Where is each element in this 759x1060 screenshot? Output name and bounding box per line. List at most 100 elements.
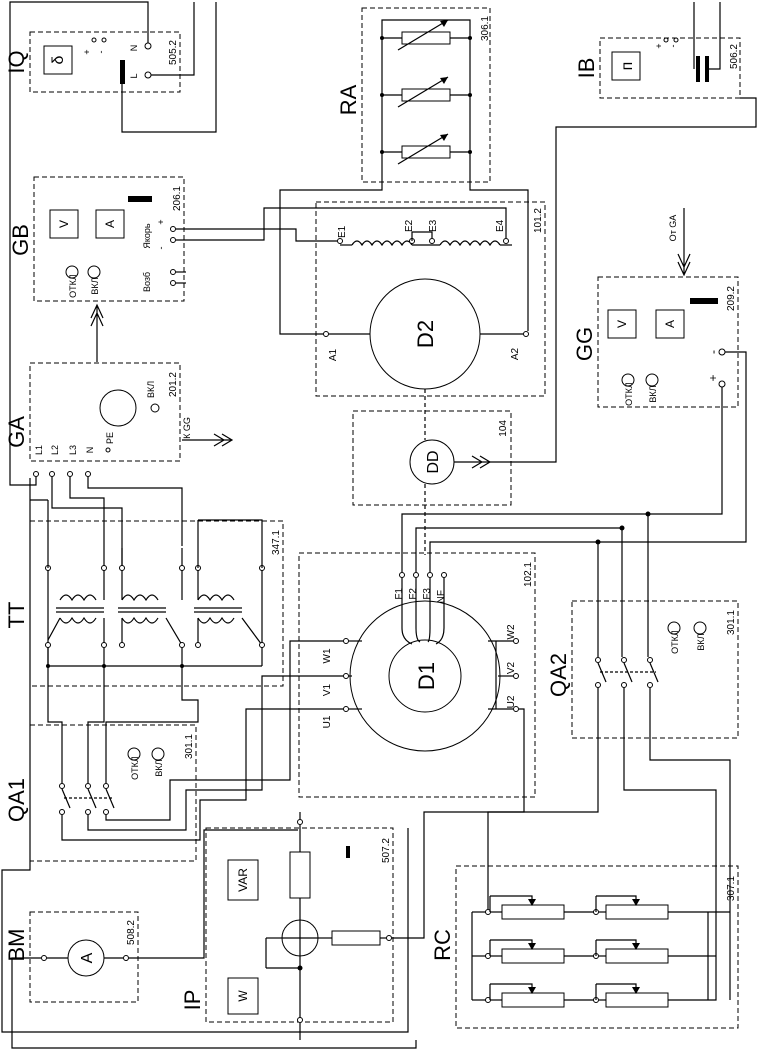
gb-arm-plus-label: + xyxy=(156,219,166,224)
gb-off-button[interactable] xyxy=(65,265,79,279)
d1-f2-label: F2 xyxy=(408,588,419,600)
gg-from-ga-arrow xyxy=(677,208,691,277)
ga-l2-terminal xyxy=(49,471,55,477)
iq-switch-indicator xyxy=(120,60,125,84)
gb-excitation-label: Возб xyxy=(142,272,152,292)
ip-switch-indicator xyxy=(346,846,350,858)
gg-minus-terminal xyxy=(718,348,726,356)
ib-id: 506.2 xyxy=(729,44,740,69)
iq-minus-label: - xyxy=(96,51,106,54)
gg-minus-label: - xyxy=(706,350,720,354)
iq-n-label: N xyxy=(129,45,139,52)
d2-field-winding xyxy=(340,240,512,247)
iq-minus-terminal xyxy=(101,37,107,43)
dd-output-arrow xyxy=(454,455,492,469)
ib-symbol: п xyxy=(619,62,636,71)
ga-pe-terminal xyxy=(105,447,111,453)
d1-u1-label: U1 xyxy=(322,715,333,728)
rc-resistors xyxy=(471,895,709,1008)
d2-e2-label: E2 xyxy=(404,219,415,232)
gg-plus-label: + xyxy=(706,374,720,381)
d2-e1-terminal xyxy=(337,238,343,244)
d1-id: 102.1 xyxy=(523,562,534,587)
d1-f1-terminal xyxy=(399,572,405,578)
iq-plus-terminal xyxy=(91,37,97,43)
ga-to-gg-arrow xyxy=(182,433,234,447)
ga-gb-link-arrow xyxy=(90,303,104,362)
gg-off-button[interactable] xyxy=(621,373,635,387)
qa1-off-button[interactable] xyxy=(127,747,141,761)
d1-nf-label: NF xyxy=(436,590,447,603)
iq-block xyxy=(29,31,181,93)
d1-f1-label: F1 xyxy=(394,588,405,600)
d1-stator-leads xyxy=(349,640,513,710)
ib-plus-terminal xyxy=(663,37,669,43)
d2-e4-terminal xyxy=(503,238,509,244)
gb-exc-minus-terminal xyxy=(170,280,176,286)
ga-n-label: N xyxy=(85,447,95,454)
bm-id: 508.2 xyxy=(126,920,137,945)
ga-code: GA xyxy=(4,416,29,448)
ga-n-terminal xyxy=(85,471,91,477)
gb-arm-plus-terminal xyxy=(170,226,176,232)
d1-label: D1 xyxy=(414,662,439,690)
qa2-on-button[interactable] xyxy=(693,621,707,635)
gb-voltmeter xyxy=(49,209,79,239)
ip-w-label: W xyxy=(236,990,250,1002)
gb-on-button[interactable] xyxy=(87,265,101,279)
d1-rotor-leads xyxy=(401,578,445,645)
qa1-id: 301.1 xyxy=(184,734,195,759)
dd-label: DD xyxy=(425,450,442,473)
ra-code: RA xyxy=(336,84,361,115)
d1-f2-terminal xyxy=(413,572,419,578)
qa2-code: QA2 xyxy=(546,653,571,697)
iq-plus-label: + xyxy=(82,49,92,54)
rc-block xyxy=(455,865,739,1029)
ga-power-knob[interactable] xyxy=(99,389,137,427)
ga-to-gg-label: К GG xyxy=(182,417,192,439)
ga-l3-label: L3 xyxy=(68,445,78,455)
gb-armature-label: Якорь xyxy=(142,223,152,249)
d1-v1-label: V1 xyxy=(322,683,333,696)
bm-block xyxy=(29,911,139,1003)
ga-on-label: ВКЛ xyxy=(146,381,156,398)
d2-block xyxy=(315,201,546,397)
d2-label: D2 xyxy=(413,320,438,348)
gg-on-button[interactable] xyxy=(645,373,659,387)
gb-exc-plus-terminal xyxy=(170,269,176,275)
qa2-on-label: ВКЛ xyxy=(696,633,706,650)
ga-pe-label: PE xyxy=(105,432,115,444)
gg-voltmeter xyxy=(607,309,637,339)
gb-block xyxy=(33,176,185,302)
tt-transformer xyxy=(45,548,265,668)
d1-u1-terminal xyxy=(343,706,349,712)
d1-f3-label: F3 xyxy=(422,588,433,600)
iq-l-label: L xyxy=(129,73,139,78)
qa2-off-button[interactable] xyxy=(667,621,681,635)
d2-e4-label: E4 xyxy=(495,219,506,232)
qa1-on-label: ВКЛ xyxy=(154,759,164,776)
d1-rotor xyxy=(388,639,462,713)
d2-e1-label: E1 xyxy=(337,225,348,238)
qa2-contacts xyxy=(595,657,659,688)
gg-ammeter xyxy=(655,309,685,339)
rc-id: 307.1 xyxy=(726,876,737,901)
bm-right-terminal xyxy=(123,955,129,961)
d1-w2-terminal xyxy=(513,638,519,644)
gb-code: GB xyxy=(8,224,33,256)
gg-switch-indicator xyxy=(690,298,718,304)
d2-id: 101.2 xyxy=(533,208,544,233)
gg-voltmeter-label: V xyxy=(615,320,629,328)
d1-nf-terminal xyxy=(441,572,447,578)
gb-id: 206.1 xyxy=(172,186,183,211)
gb-on-label: ВКЛ xyxy=(90,277,100,294)
ga-l3-terminal xyxy=(67,471,73,477)
qa1-on-button[interactable] xyxy=(151,747,165,761)
gb-ammeter-label: A xyxy=(103,220,117,228)
gg-plus-terminal xyxy=(718,380,726,388)
ib-capacitor-plate-1 xyxy=(696,56,700,82)
qa1-contacts xyxy=(59,783,115,815)
tt-code: TT xyxy=(4,602,29,629)
